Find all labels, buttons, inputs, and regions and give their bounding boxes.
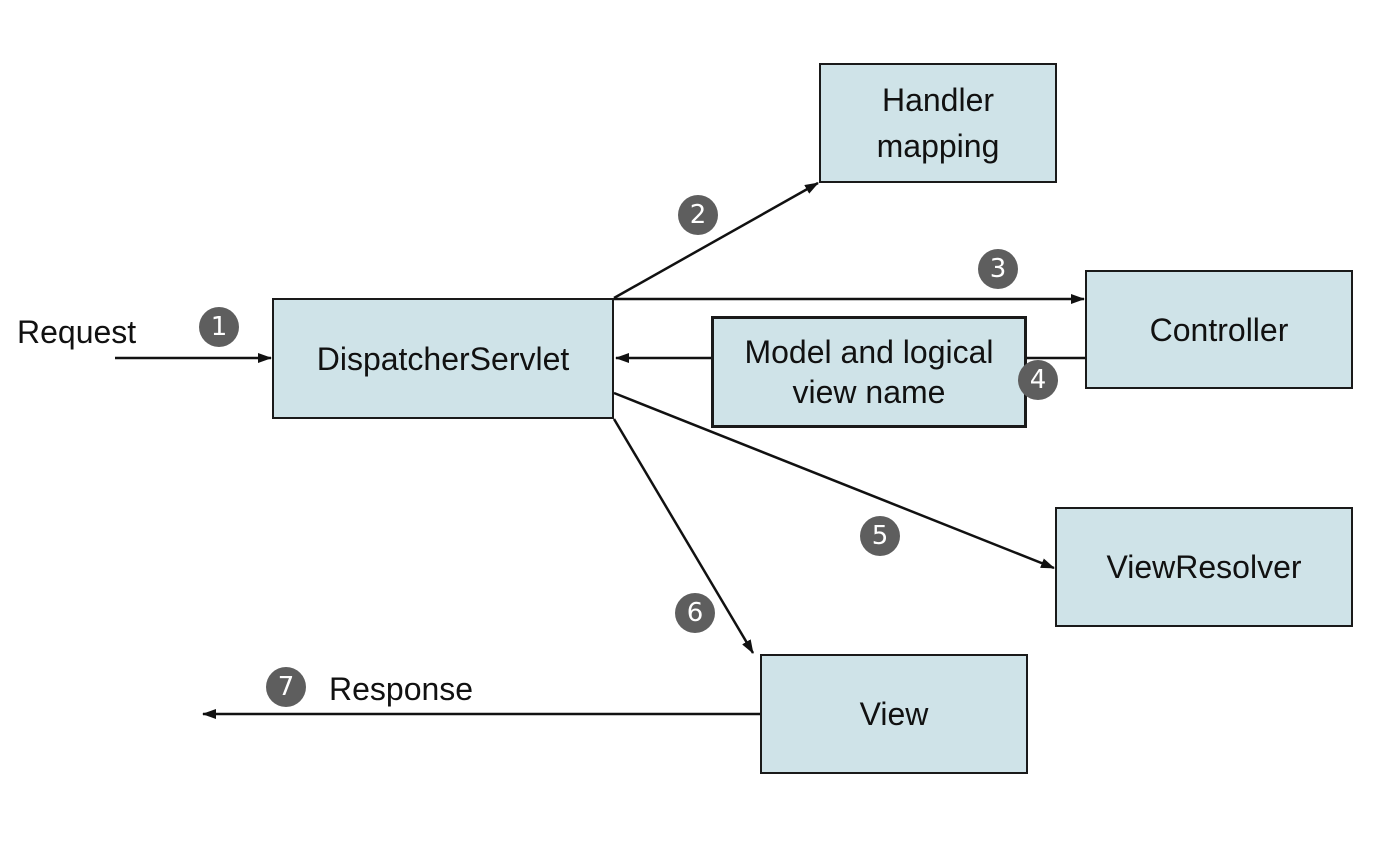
view-resolver-label: ViewResolver	[1106, 549, 1302, 585]
step-1-badge: 1	[199, 307, 239, 347]
arrow-to-view	[612, 418, 755, 654]
handler-mapping-line1: Handler	[881, 82, 995, 118]
handler-mapping-line2: mapping	[876, 128, 1000, 164]
model-view-line2: view name	[792, 374, 946, 410]
view-label: View	[859, 696, 929, 732]
arrow-to-view-resolver	[613, 391, 1055, 570]
controller-box: Controller	[1085, 270, 1353, 389]
model-view-line1: Model and logical	[744, 334, 994, 370]
step-6-badge: 6	[675, 593, 715, 633]
request-label: Request	[17, 314, 137, 350]
controller-label: Controller	[1149, 311, 1289, 348]
dispatcher-servlet-box: DispatcherServlet	[272, 298, 614, 419]
view-resolver-box: ViewResolver	[1055, 507, 1353, 627]
dispatcher-servlet-label: DispatcherServlet	[316, 340, 570, 377]
view-box: View	[760, 654, 1028, 774]
step-5-badge: 5	[860, 516, 900, 556]
step-7-badge: 7	[266, 667, 306, 707]
response-label: Response	[329, 671, 474, 707]
arrow-to-handler-mapping	[613, 181, 819, 300]
step-4-badge: 4	[1018, 360, 1058, 400]
model-and-view-name-box: Model and logical view name	[711, 316, 1027, 428]
step-3-badge: 3	[978, 249, 1018, 289]
step-2-badge: 2	[678, 195, 718, 235]
handler-mapping-box: Handler mapping	[819, 63, 1057, 183]
